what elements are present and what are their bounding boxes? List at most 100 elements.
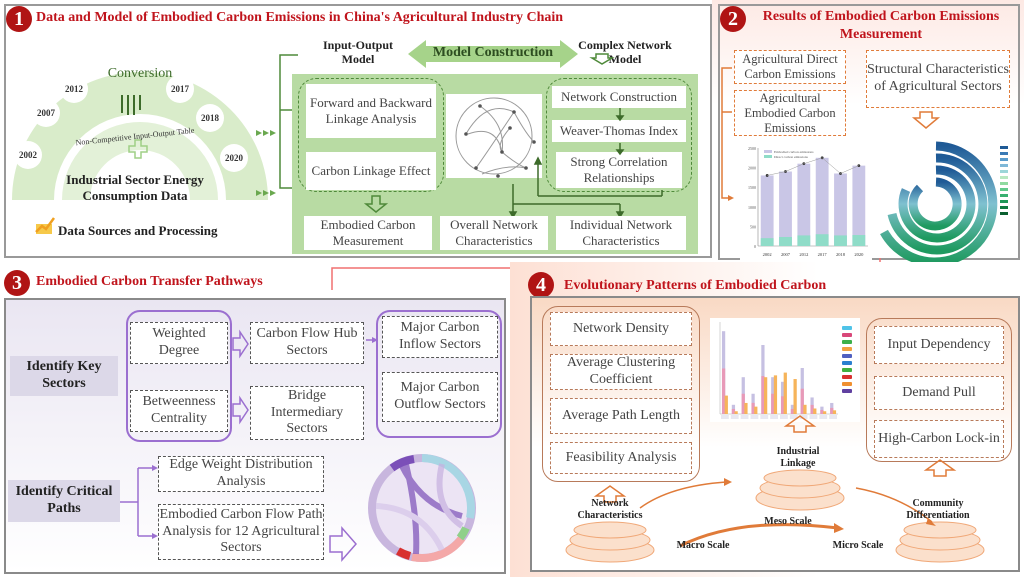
forward-backward-linkage: Forward and Backward Linkage Analysis (306, 84, 436, 138)
chart1-bar-direct (852, 235, 866, 246)
chart2-xtick (819, 415, 828, 419)
year-2007: 2007 (37, 108, 55, 118)
data-arc-diagram (12, 72, 276, 234)
chart2-bar-b (783, 372, 787, 414)
sector-linkage-bar-chart (710, 318, 860, 422)
chart1-bar-direct (815, 234, 829, 246)
chart1-legend-swatch (764, 150, 772, 153)
chart2-xtick (770, 415, 778, 419)
chart2-legend-swatch (842, 347, 852, 351)
stage-network-characteristics: Network Characteristics (577, 498, 643, 521)
chart1-xtick: 2012 (799, 252, 808, 257)
carbon-flow-path-analysis: Embodied Carbon Flow Path Analysis for 1… (158, 504, 324, 560)
year-circles (14, 75, 248, 172)
chart1-bar-embodied (834, 173, 847, 246)
chord-diagram (368, 454, 476, 562)
chart1-legend-swatch (764, 155, 772, 158)
weaver-thomas-index: Weaver-Thomas Index (552, 120, 686, 142)
chart1-line (767, 157, 859, 176)
feasibility-analysis: Feasibility Analysis (550, 442, 692, 474)
inner-arc (62, 122, 218, 200)
chart2-xtick (750, 415, 759, 419)
section2-title: Results of Embodied Carbon Emissions Mea… (762, 9, 1000, 43)
up-hollow-arrow-icon (783, 415, 817, 433)
network-model-label: Complex Network Model (578, 38, 672, 67)
network-graph-icon (455, 97, 536, 178)
section2-connectors (721, 67, 941, 201)
section4-badge: 4 (528, 272, 554, 298)
conversion-arrows-icon (121, 95, 141, 115)
io-model-label: Input-Output Model (322, 38, 394, 67)
chart2-bar-a-lower (810, 404, 814, 414)
direct-carbon-box: Agricultural Direct Carbon Emissions (734, 50, 846, 84)
chart2-xtick (721, 415, 729, 419)
chart1-bar-direct (760, 238, 774, 246)
input-dependency: Input Dependency (874, 326, 1004, 364)
chart2-legend-swatch (842, 389, 852, 393)
stage-community-differentiation: Community Differentiation (906, 498, 970, 521)
chart2-legend-swatch (842, 333, 852, 337)
chart1-bar-embodied (815, 157, 829, 246)
individual-network-characteristics: Individual Network Characteristics (556, 216, 686, 250)
chart1-ytick: 1500 (748, 185, 756, 190)
section2-badge: 2 (720, 6, 746, 32)
chart2-bar-a-lower (820, 409, 824, 414)
carbon-linkage-effect: Carbon Linkage Effect (306, 152, 436, 190)
metrics-group (126, 310, 232, 442)
high-carbon-lock-in: High-Carbon Lock-in (874, 420, 1004, 458)
chart2-xtick (760, 415, 769, 419)
chart2-xtick (829, 415, 837, 419)
chart2-bar-a-lower (771, 393, 775, 414)
chart2-bar-a-lower (761, 376, 765, 414)
chart2-bar-a-lower (741, 393, 745, 414)
identify-key-sectors: Identify Key Sectors (10, 356, 118, 396)
network-group (546, 78, 692, 192)
network-construction: Network Construction (552, 86, 686, 108)
weighted-degree: Weighted Degree (130, 322, 228, 364)
demand-pull: Demand Pull (874, 376, 1004, 410)
chart1-xtick: 2020 (854, 252, 864, 257)
chart1-xtick: 2007 (781, 252, 791, 257)
chart1-ytick: 1000 (748, 205, 756, 210)
average-clustering-coefficient: Average Clustering Coefficient (550, 354, 692, 390)
section3-arrows (120, 329, 378, 562)
stage-industrial-linkage: Industrial Linkage (776, 446, 820, 469)
strong-correlation: Strong Correlation Relationships (556, 152, 682, 188)
chart2-legend-swatch (842, 326, 852, 330)
chart1-xtick: 2018 (836, 252, 846, 257)
chart1-bar-direct (779, 236, 792, 246)
chart2-bar-b (823, 411, 827, 414)
embodied-carbon-measurement: Embodied Carbon Measurement (304, 216, 432, 250)
chart1-ytick: 2000 (748, 166, 756, 171)
chart1-ytick: 2500 (748, 146, 756, 151)
io-group (298, 78, 444, 192)
chart2-bar-a-lower (800, 388, 804, 414)
average-path-length: Average Path Length (550, 398, 692, 434)
chart1-bar-embodied (760, 175, 774, 246)
chart1-point (765, 174, 769, 177)
conversion-label: Conversion (107, 66, 173, 81)
major-inflow-sectors: Major Carbon Inflow Sectors (382, 316, 498, 358)
year-2020: 2020 (225, 153, 243, 163)
chart2-legend-swatch (842, 382, 852, 386)
outer-arc (12, 72, 268, 200)
section4-pedestals (565, 415, 985, 563)
chart2-xtick (740, 415, 749, 419)
chart1-xtick: 2002 (763, 252, 772, 257)
chart-trend-icon (35, 217, 56, 234)
right-hollow-arrow-icon (329, 526, 357, 562)
scale-macro: Macro Scale (676, 540, 730, 551)
chart2-xtick (789, 415, 798, 419)
chart2-bar-b (724, 395, 728, 414)
chart2-legend-swatch (842, 361, 852, 365)
chart1-bar-direct (797, 235, 811, 246)
scale-micro: Micro Scale (832, 540, 884, 551)
up-hollow-arrow-icon (593, 485, 627, 503)
chart2-bar-a-lower (751, 402, 755, 414)
bracket-connector (279, 54, 298, 189)
chart2-bar-b (793, 379, 797, 414)
right-hollow-arrow-icon (232, 329, 249, 359)
chart2-xtick (799, 415, 808, 419)
radial-sector-chart (880, 141, 1008, 267)
